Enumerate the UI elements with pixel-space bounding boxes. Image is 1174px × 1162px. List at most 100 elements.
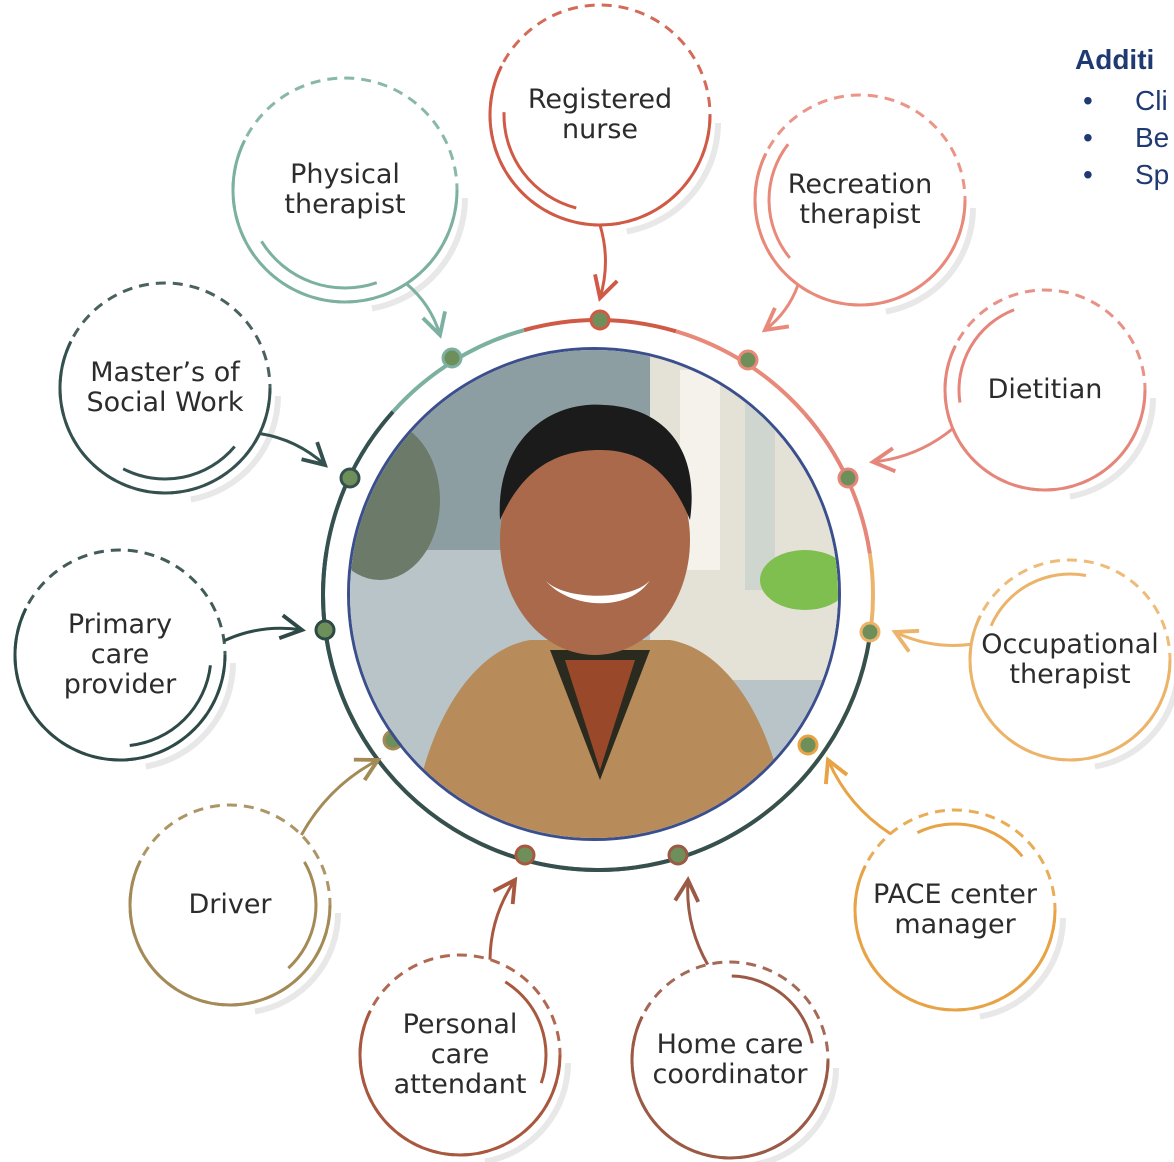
bubble-swoosh [122, 445, 236, 481]
bubble-swoosh [129, 665, 212, 747]
callout-pace-center-manager [827, 760, 1066, 1021]
bubble-shadow [950, 295, 1156, 501]
bubble-dashed-outline [13, 548, 227, 762]
additional-item: Cli [1075, 82, 1169, 119]
bubble-shadow [238, 83, 468, 313]
callout-dietitian [873, 288, 1156, 501]
connection-dot-recreation-therapist [737, 349, 759, 371]
bubble-shadow [65, 288, 281, 504]
role-label-line: care [430, 1039, 490, 1070]
role-label-line: Dietitian [987, 374, 1103, 405]
connection-dot-personal-care-attendant [514, 844, 536, 866]
role-label-driver: Driver [188, 890, 271, 920]
role-label-line: attendant [393, 1069, 527, 1100]
arrow-recreation-therapist [765, 284, 800, 330]
bubble-dashed-outline [630, 960, 830, 1160]
role-label-line: Social Work [86, 387, 244, 418]
arrow-dietitian [873, 427, 954, 462]
role-label-line: Primary [67, 609, 173, 640]
arrow-masters-of-social-work [259, 432, 325, 465]
bubble-swoosh [767, 143, 791, 259]
arrow-driver [300, 760, 378, 836]
role-label-line: coordinator [652, 1059, 808, 1090]
callout-driver [128, 760, 378, 1016]
bubble-swoosh [504, 980, 548, 1084]
ring-arc-masters-of-social-work [321, 410, 872, 872]
role-label-line: PACE center [873, 879, 1037, 910]
arrow-occupational-therapist [895, 632, 972, 645]
bubble-swoosh [287, 861, 318, 970]
bubble-dashed-outline [753, 93, 967, 307]
role-label-line: Home care [656, 1029, 804, 1060]
role-label-line: Recreation [787, 169, 933, 200]
connection-dots [314, 309, 881, 866]
bubble-dashed-outline [853, 808, 1057, 1012]
role-label-line: Personal [402, 1009, 518, 1040]
arrow-home-care-coordinator [688, 880, 710, 966]
bubble-dashed-outline [128, 803, 332, 1007]
bubble-swoosh [916, 822, 1024, 858]
connection-dot-dietitian [837, 467, 859, 489]
bubble-shadow [20, 555, 236, 771]
callout-recreation-therapist [753, 93, 976, 334]
role-label-line: Master’s of [90, 357, 240, 388]
additional-heading: Additi [1075, 44, 1155, 75]
role-label-line: nurse [561, 114, 639, 145]
additional-list: Cli Be Sp [1075, 82, 1169, 193]
callout-masters-of-social-work [58, 281, 325, 504]
callout-occupational-therapist [895, 558, 1174, 771]
callout-home-care-coordinator [630, 880, 839, 1162]
bubble-shadow [637, 967, 839, 1162]
role-label-dietitian: Dietitian [988, 375, 1103, 405]
arrow-pace-center-manager [828, 760, 892, 835]
bubble-swoosh [502, 112, 577, 210]
arrow-registered-nurse [600, 224, 605, 298]
bubble-dashed-outline [968, 558, 1172, 762]
bubble-dashed-outline [231, 76, 459, 304]
callout-registered-nurse [488, 3, 721, 298]
role-label-line: therapist [1009, 659, 1131, 690]
additional-item: Be [1075, 119, 1169, 156]
bubble-swoosh [957, 308, 1015, 403]
role-label-line: care [90, 639, 150, 670]
connection-dot-occupational-therapist [859, 621, 881, 643]
additional-item: Sp [1075, 156, 1169, 193]
additional-roles-panel: Additi Cli Be Sp [1075, 44, 1169, 193]
arrow-physical-therapist [405, 282, 440, 335]
role-label-line: Physical [290, 159, 400, 190]
patient-photo [347, 347, 841, 841]
callout-personal-care-attendant [358, 880, 571, 1162]
role-label-line: therapist [799, 199, 921, 230]
bubble-shadow [860, 815, 1066, 1021]
bubble-dashed-outline [58, 281, 272, 495]
arrow-personal-care-attendant [488, 880, 515, 960]
role-label-line: provider [63, 669, 177, 700]
bubble-shadow [365, 960, 571, 1162]
connection-dot-pace-center-manager [797, 734, 819, 756]
connection-dot-physical-therapist [441, 347, 463, 369]
bubble-swoosh [260, 240, 378, 290]
bubble-dashed-outline [488, 3, 712, 227]
callout-primary-care-provider [13, 548, 302, 771]
connection-dot-home-care-coordinator [667, 844, 689, 866]
bubble-dashed-outline [358, 953, 562, 1157]
role-label-line: Driver [188, 889, 272, 920]
bubble-shadow [760, 100, 976, 316]
bubble-swoosh [731, 974, 814, 1044]
connection-dot-primary-care-provider [314, 619, 336, 641]
role-label-line: therapist [284, 189, 406, 220]
role-label-line: manager [894, 909, 1016, 940]
role-label-line: Registered [527, 84, 673, 115]
connection-dot-masters-of-social-work [339, 467, 361, 489]
bubble-shadow [135, 810, 341, 1016]
